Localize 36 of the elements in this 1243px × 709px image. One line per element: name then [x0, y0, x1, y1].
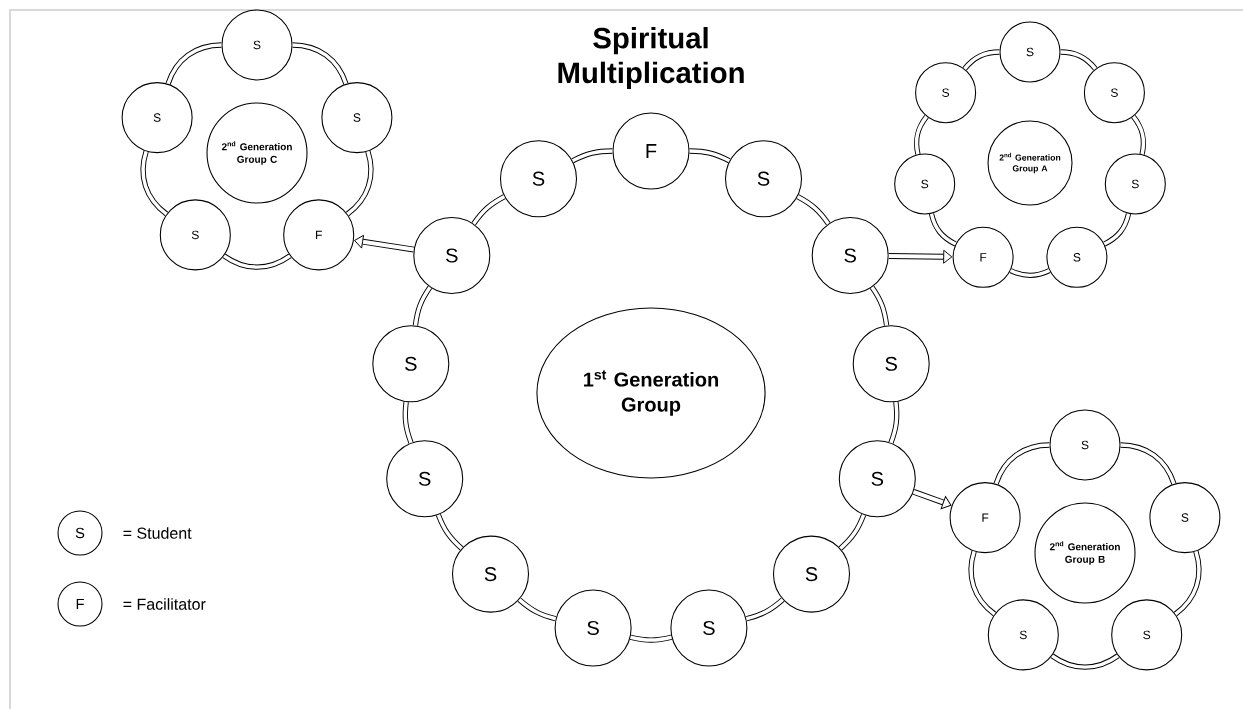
- ring-link: [471, 194, 506, 226]
- arrow: [912, 489, 952, 510]
- ring-link: [435, 513, 464, 551]
- ring-link: [292, 42, 349, 85]
- ring-link: [1120, 442, 1177, 485]
- ring-link: [402, 401, 414, 444]
- legend-label: = Student: [123, 527, 192, 539]
- ring-link: [689, 148, 731, 164]
- ring-link: [571, 148, 613, 164]
- title: Spiritual Multiplication: [558, 27, 744, 89]
- ring-link: [345, 150, 374, 217]
- ring-link: [928, 213, 957, 247]
- legend-label: = Facilitator: [123, 598, 206, 610]
- ring-link: [888, 401, 900, 444]
- ring-link: [838, 513, 867, 551]
- ring-link: [993, 442, 1050, 485]
- ring-link: [962, 49, 1000, 71]
- arrow: [354, 234, 415, 253]
- ring-link: [1009, 268, 1051, 279]
- ring-link: [1060, 49, 1098, 71]
- ring-link: [968, 550, 997, 617]
- ring-link: [745, 597, 785, 622]
- ring-link: [1050, 653, 1120, 670]
- ring-link: [1131, 114, 1147, 155]
- ring-link: [517, 597, 557, 622]
- arrow: [888, 249, 953, 264]
- ring-link: [222, 253, 292, 270]
- ring-link: [140, 150, 169, 217]
- ring-link: [796, 194, 831, 226]
- ring-link: [869, 285, 890, 326]
- ring-link: [165, 42, 222, 85]
- ring-link: [1173, 550, 1202, 617]
- ring-link: [1103, 213, 1132, 247]
- ring-link: [913, 114, 929, 155]
- ring-link: [629, 634, 673, 643]
- ring-link: [412, 285, 433, 326]
